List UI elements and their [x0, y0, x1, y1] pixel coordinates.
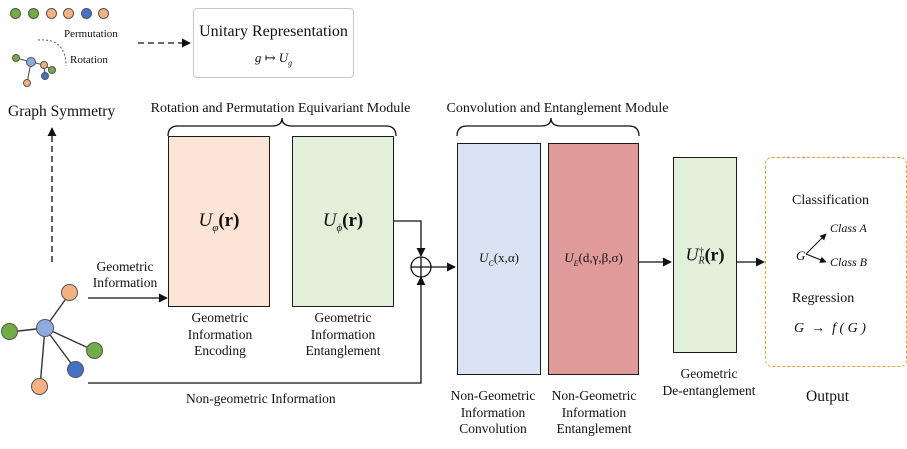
legend-node-5: [81, 8, 92, 19]
convolution-box: UC(x,α): [457, 143, 541, 375]
unitary-formula: g ↦ Ug: [254, 50, 293, 68]
graph-node: [61, 284, 78, 301]
convolution-operator: UC(x,α): [479, 250, 519, 268]
graph-node: [31, 378, 48, 395]
classification-arrows: [805, 233, 827, 263]
graph-node: [67, 361, 84, 378]
class-a-label: Class A: [830, 221, 867, 235]
regression-formula: G → f ( G ): [794, 321, 866, 336]
legend-graph-node: [48, 66, 56, 74]
convolution-entanglement-module-title: Convolution and Entanglement Module: [446, 101, 669, 116]
rotation-arc: [37, 39, 67, 67]
ng-entanglement-box: UE(d,γ,β,σ): [548, 143, 639, 375]
output-label: Output: [806, 388, 850, 405]
encoding-operator: Uφ(r): [198, 209, 240, 234]
legend-node-6: [98, 8, 109, 19]
graph-node: [86, 342, 103, 359]
disentanglement-operator: U†R(r): [685, 244, 725, 267]
disentanglement-box: U†R(r): [673, 157, 737, 353]
graph-node-center: [36, 319, 54, 337]
rotation-permutation-module-title: Rotation and Permutation Equivariant Mod…: [150, 101, 411, 116]
legend-graph-node: [26, 57, 36, 67]
encoding-box: Uφ(r): [168, 136, 270, 307]
legend-node-4: [63, 8, 74, 19]
arrow-nongeometric-to-sum: [88, 276, 426, 384]
permutation-label: Permutation: [64, 28, 118, 40]
legend-node-1: [10, 8, 21, 19]
unitary-representation-box: Unitary Representation g ↦ Ug: [193, 8, 354, 78]
regression-label: Regression: [792, 291, 855, 306]
g-symbol: G: [796, 248, 806, 263]
legend-graph-node: [23, 79, 31, 87]
brace-rotation-permutation: [167, 117, 397, 137]
entanglement-box: Uϕ(r): [292, 136, 394, 307]
legend-graph-node: [40, 61, 48, 69]
output-box: Classification Class A G Class B Regress…: [765, 157, 907, 367]
legend-graph-node: [12, 54, 20, 62]
rotation-label: Rotation: [70, 54, 108, 66]
unitary-title: Unitary Representation: [199, 23, 348, 40]
class-b-label: Class B: [830, 255, 868, 269]
arrow-entanglement-to-sum: [394, 220, 426, 257]
non-geometric-information-label: Non-geometric Information: [186, 391, 336, 406]
classification-label: Classification: [792, 193, 869, 208]
graph-node: [1, 323, 18, 340]
legend-graph-node: [41, 72, 49, 80]
legend-node-3: [46, 8, 57, 19]
brace-convolution-entanglement: [456, 117, 640, 137]
entanglement-operator: Uϕ(r): [322, 209, 364, 234]
legend-node-2: [28, 8, 39, 19]
ng-entanglement-operator: UE(d,γ,β,σ): [564, 250, 623, 268]
graph-symmetry-title: Graph Symmetry: [8, 103, 116, 120]
